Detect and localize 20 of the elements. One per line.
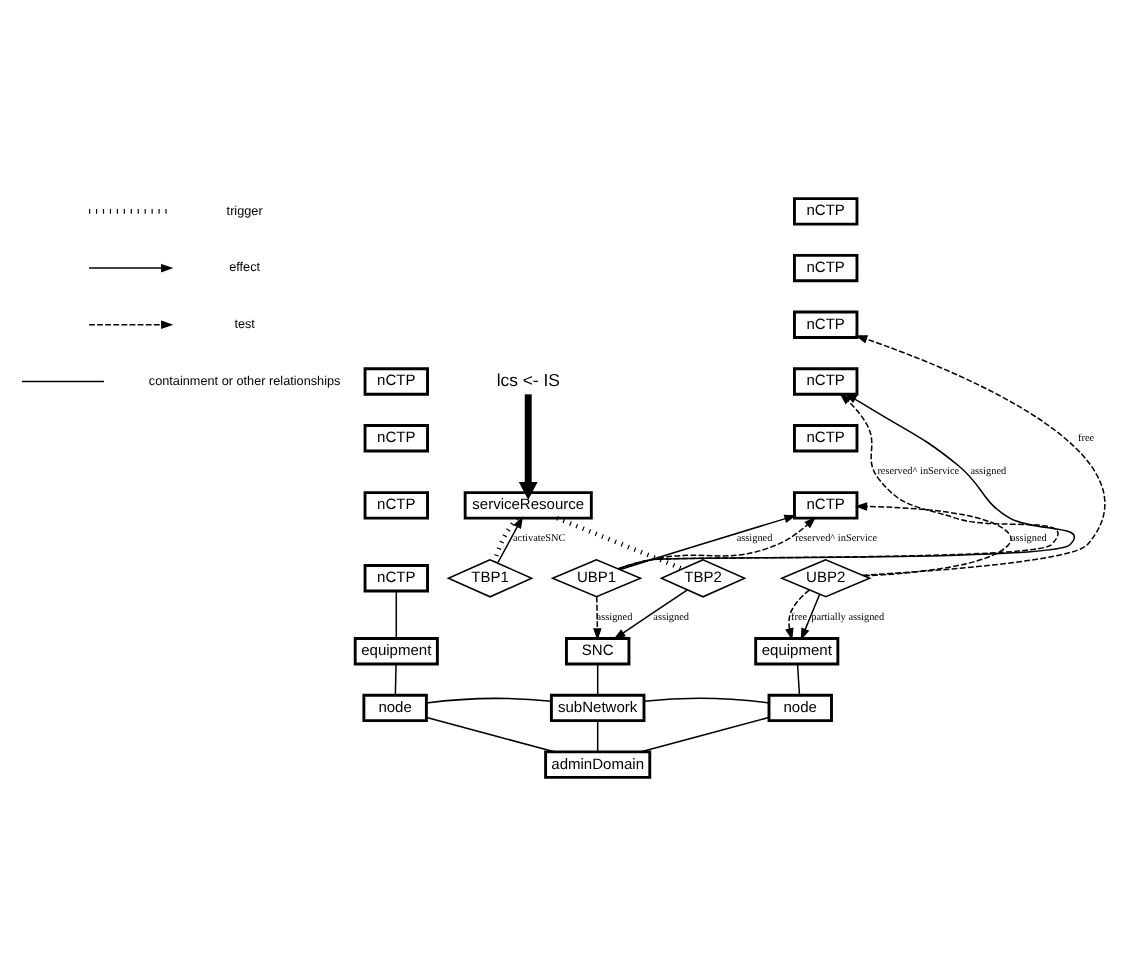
arrow	[800, 592, 821, 640]
connector	[395, 589, 398, 638]
connector	[640, 715, 770, 752]
arrow	[854, 501, 1012, 576]
connector	[643, 696, 770, 703]
connector	[796, 662, 801, 695]
arrow	[785, 588, 811, 640]
arrow	[855, 334, 1106, 575]
arrow	[518, 393, 538, 499]
connector	[556, 515, 684, 570]
connector	[492, 515, 519, 562]
arrow	[497, 515, 523, 563]
arrow	[593, 595, 602, 640]
node-text: lcs <- IS	[496, 368, 560, 389]
connector	[596, 719, 599, 752]
connector	[394, 662, 397, 695]
connector	[596, 662, 599, 695]
connector	[425, 696, 552, 703]
connector	[426, 715, 555, 752]
arrow	[613, 588, 688, 639]
